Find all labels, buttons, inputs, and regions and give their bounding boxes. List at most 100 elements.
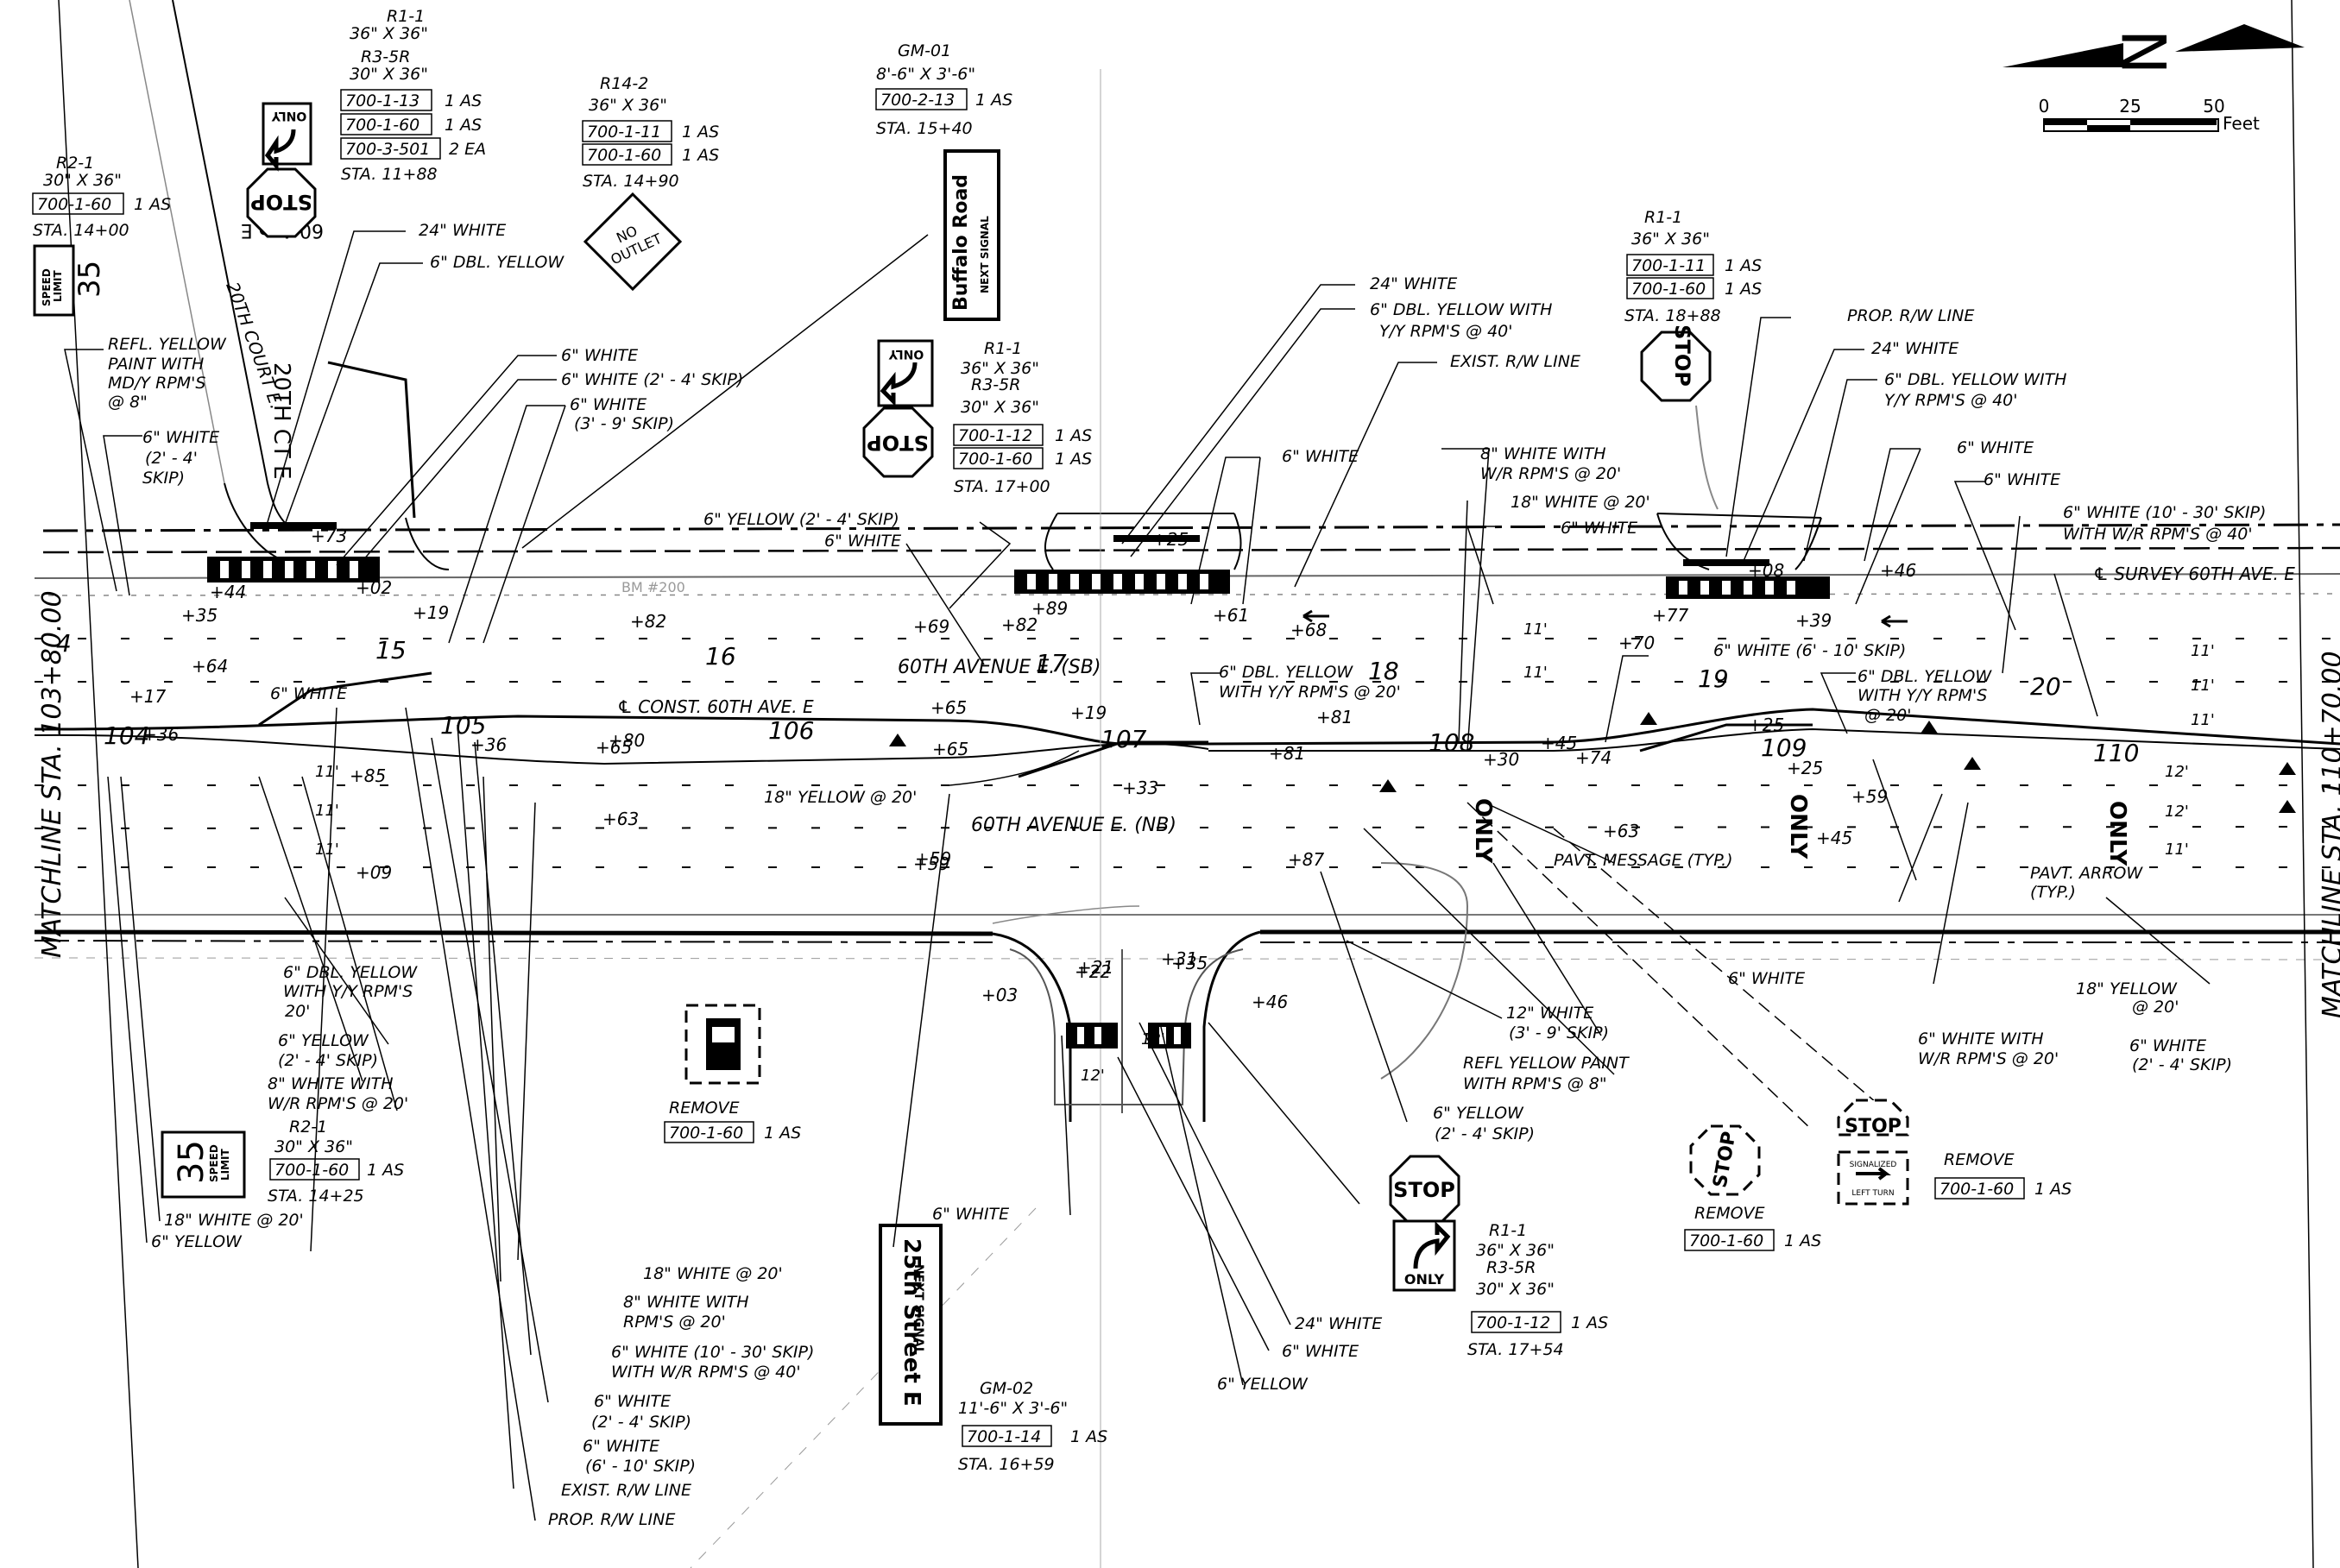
callout-text: 18" WHITE @ 20' <box>643 1264 783 1283</box>
sign-only-turn-mid: ONLY <box>877 339 934 407</box>
callout-text: PAVT. MESSAGE (TYP.) <box>1554 851 1733 870</box>
dim-12: 12' <box>1081 1067 1105 1085</box>
benchmark-label: BM #200 <box>621 579 685 595</box>
callout-line: 36" X 36" <box>350 24 428 43</box>
callout-text: 6" WHITE <box>1282 1342 1359 1361</box>
centerline-const: ℄ CONST. 60TH AVE. E <box>617 696 814 717</box>
offset-label: +46 <box>1252 992 1288 1012</box>
callout-sta: STA. 17+54 <box>1467 1340 1564 1359</box>
callout-sta: STA. 14+90 <box>583 172 679 191</box>
buffalo-next-signal: NEXT SIGNAL <box>979 216 991 293</box>
offset-label: +59 <box>1851 786 1888 807</box>
callout-text: (6' - 10' SKIP) <box>585 1457 696 1476</box>
callout-text: 6" YELLOW <box>1433 1104 1524 1123</box>
pavement-markings: ONLY ONLY ONLY <box>889 609 2296 866</box>
callout-text: 6" YELLOW <box>1217 1375 1309 1394</box>
stop-sign-text: STOP <box>1670 324 1694 387</box>
callout-line: R1-1 <box>1644 208 1682 227</box>
offset-label: +61 <box>1213 605 1249 626</box>
callout-text: @ 20' <box>2132 998 2179 1017</box>
callout-text: (3' - 9' SKIP) <box>574 414 674 433</box>
callout-line: REMOVE <box>1694 1204 1765 1223</box>
speed-limit-value: 35 <box>172 1140 211 1184</box>
street-label-sb: 60TH AVENUE E. (SB) <box>898 657 1101 678</box>
callout-line: REMOVE <box>669 1099 740 1118</box>
offset-label: +70 <box>1618 633 1655 653</box>
item-qty: 1 AS <box>367 1161 404 1180</box>
item-qty: 2 EA <box>449 140 486 159</box>
callout-line: 30" X 36" <box>274 1137 353 1156</box>
sign-no-outlet: NO OUTLET <box>583 192 683 292</box>
dim-12: 12' <box>2165 803 2189 821</box>
callout-text: 6" WHITE <box>932 1205 1009 1224</box>
dim-12: 12' <box>2165 763 2189 781</box>
crosswalk-gaps <box>220 561 1795 1044</box>
offset-label: +35 <box>181 605 218 626</box>
offset-label: +21 <box>1077 957 1113 978</box>
turn-arrow-icon <box>880 362 918 407</box>
callout-text: REFL YELLOW PAINT <box>1463 1054 1630 1073</box>
offset-label: +25 <box>1152 529 1189 550</box>
offset-label: +77 <box>1652 605 1688 626</box>
callout-text: 6" WHITE (2' - 4' SKIP) <box>561 370 743 389</box>
callout-text: 6" WHITE <box>583 1437 659 1456</box>
sign-callouts: R1-1 36" X 36" R3-5R 30" X 36" 700-1-13 … <box>32 7 2072 1474</box>
callout-line: 30" X 36" <box>1476 1280 1555 1299</box>
leader-lines <box>64 230 2211 1521</box>
item-qty: 1 AS <box>682 123 719 142</box>
callout-line: 36" X 36" <box>1476 1241 1555 1260</box>
offset-label: +82 <box>1001 614 1038 635</box>
turn-arrow-icon <box>1921 721 1938 734</box>
item-code: 700-1-60 <box>345 116 419 135</box>
callout-line: GM-02 <box>980 1379 1033 1398</box>
callout-line: 36" X 36" <box>961 359 1039 378</box>
item-code: 700-1-60 <box>587 146 661 165</box>
callout-text: 6" WHITE <box>1561 519 1637 538</box>
callout-text: WITH RPM'S @ 8" <box>1463 1074 1607 1093</box>
callout-line: 11'-6" X 3'-6" <box>958 1399 1068 1418</box>
item-code: 700-1-11 <box>1631 256 1706 275</box>
callout-text: 6" WHITE <box>142 428 219 447</box>
dim-11: 11' <box>315 802 339 820</box>
callout-text: 6" WHITE <box>570 395 646 414</box>
item-code: 700-1-60 <box>1939 1180 2014 1199</box>
station-major: 105 <box>440 711 486 740</box>
offset-label: +09 <box>356 862 392 883</box>
callout-line: R1-1 <box>1489 1221 1527 1240</box>
pavement-message-only: ONLY <box>2104 801 2130 866</box>
through-arrow-icon <box>1302 609 1329 623</box>
dim-11: 11' <box>315 841 339 859</box>
street-label-nb: 60TH AVENUE E. (NB) <box>971 815 1176 836</box>
callout-text: WITH Y/Y RPM'S <box>283 982 413 1001</box>
sign-signalized-left-remove: STOP SIGNALIZED LEFT TURN <box>1837 1099 1909 1206</box>
item-qty: 1 AS <box>134 195 171 214</box>
turn-arrow-icon <box>1964 757 1981 770</box>
item-code: 700-2-13 <box>880 91 955 110</box>
callout-text: 18" YELLOW <box>2076 979 2178 998</box>
item-code: 700-1-60 <box>669 1124 743 1143</box>
item-code: 700-1-13 <box>345 91 419 110</box>
callout-text: W/R RPM'S @ 20' <box>268 1094 408 1113</box>
offset-label: +17 <box>129 686 166 707</box>
scale-tick-25: 25 <box>2119 96 2141 116</box>
callout-text: W/R RPM'S @ 20' <box>1918 1049 2059 1068</box>
turn-arrow-icon <box>889 734 906 746</box>
callout-line: R2-1 <box>289 1118 327 1137</box>
callout-text: (2' - 4' SKIP) <box>2132 1055 2232 1074</box>
item-qty: 1 AS <box>1725 280 1762 299</box>
sign-25th-street: 25th Street E NEXT SIGNAL <box>879 1224 943 1426</box>
lane-dimensions: 11' 11' 11' 11' 11' 11' 11' 11' 12' 12' … <box>315 620 2215 1085</box>
sign-stop-bottom: STOP <box>1389 1155 1460 1226</box>
sign-stop-remove: STOP <box>1689 1124 1761 1196</box>
offset-label: +87 <box>1288 849 1324 870</box>
offset-label: +68 <box>1290 620 1327 640</box>
station-offsets: +35 +44 +73 +02 +19 +82 +69 +82 +89 +25 … <box>129 526 1916 1012</box>
callout-text: 6" WHITE <box>270 684 347 703</box>
offset-label: +81 <box>1316 707 1353 727</box>
station-minor: 15 <box>375 636 407 664</box>
offset-label: +63 <box>602 809 639 829</box>
only-sign-text: ONLY <box>1404 1271 1445 1288</box>
callout-text: 6" WHITE (6' - 10' SKIP) <box>1713 641 1906 660</box>
marking-callouts: 24" WHITE 6" DBL. YELLOW REFL. YELLOW PA… <box>108 221 2266 1529</box>
